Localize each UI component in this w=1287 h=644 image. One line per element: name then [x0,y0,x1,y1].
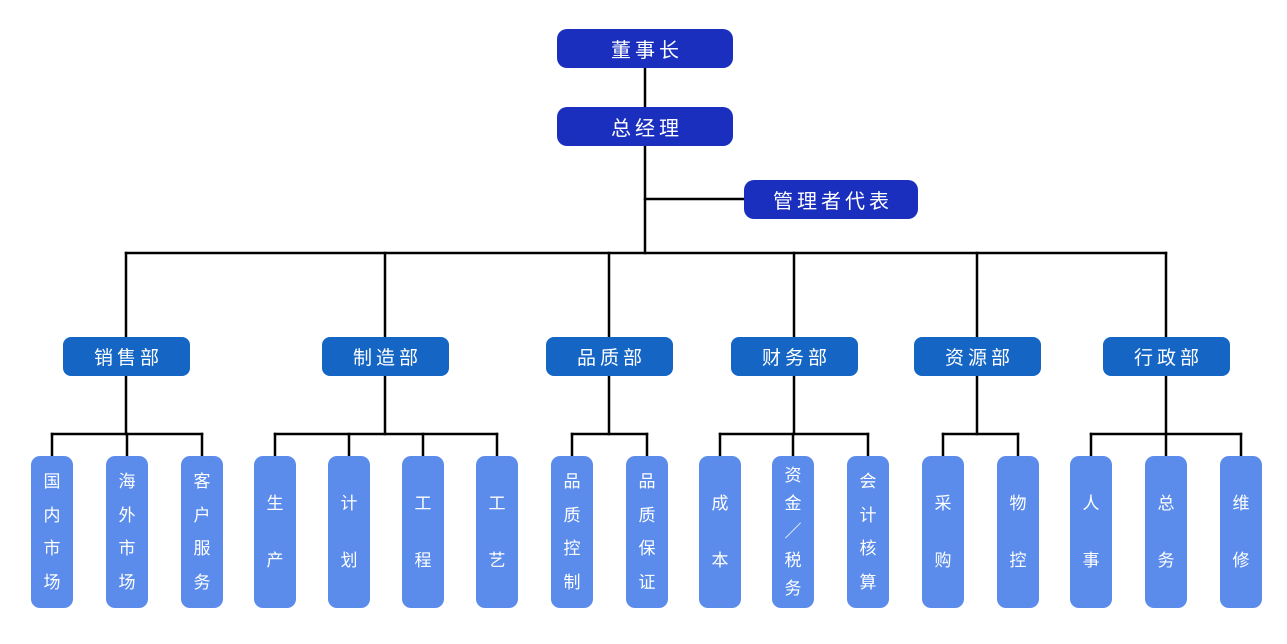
node-unit-5-0: 人事 [1070,456,1112,608]
node-unit-3-1: 资金／税务 [772,456,814,608]
node-unit-2-0: 品质控制 [551,456,593,608]
node-unit-1-1: 计划 [328,456,370,608]
node-unit-3-2: 会计核算 [847,456,889,608]
node-chairman: 董事长 [557,29,733,68]
node-unit-3-0: 成本 [699,456,741,608]
node-unit-4-1: 物控 [997,456,1039,608]
node-department-5: 行政部 [1103,337,1230,376]
node-department-1: 制造部 [322,337,449,376]
node-general-manager: 总经理 [557,107,733,146]
node-unit-1-3: 工艺 [476,456,518,608]
node-unit-1-0: 生产 [254,456,296,608]
node-unit-5-2: 维修 [1220,456,1262,608]
node-unit-0-2: 客户服务 [181,456,223,608]
node-unit-4-0: 采购 [922,456,964,608]
node-department-4: 资源部 [914,337,1041,376]
node-department-0: 销售部 [63,337,190,376]
node-unit-0-1: 海外市场 [106,456,148,608]
node-management-representative: 管理者代表 [744,180,918,219]
node-unit-5-1: 总务 [1145,456,1187,608]
node-department-2: 品质部 [546,337,673,376]
node-unit-2-1: 品质保证 [626,456,668,608]
node-unit-0-0: 国内市场 [31,456,73,608]
node-unit-1-2: 工程 [402,456,444,608]
node-department-3: 财务部 [731,337,858,376]
